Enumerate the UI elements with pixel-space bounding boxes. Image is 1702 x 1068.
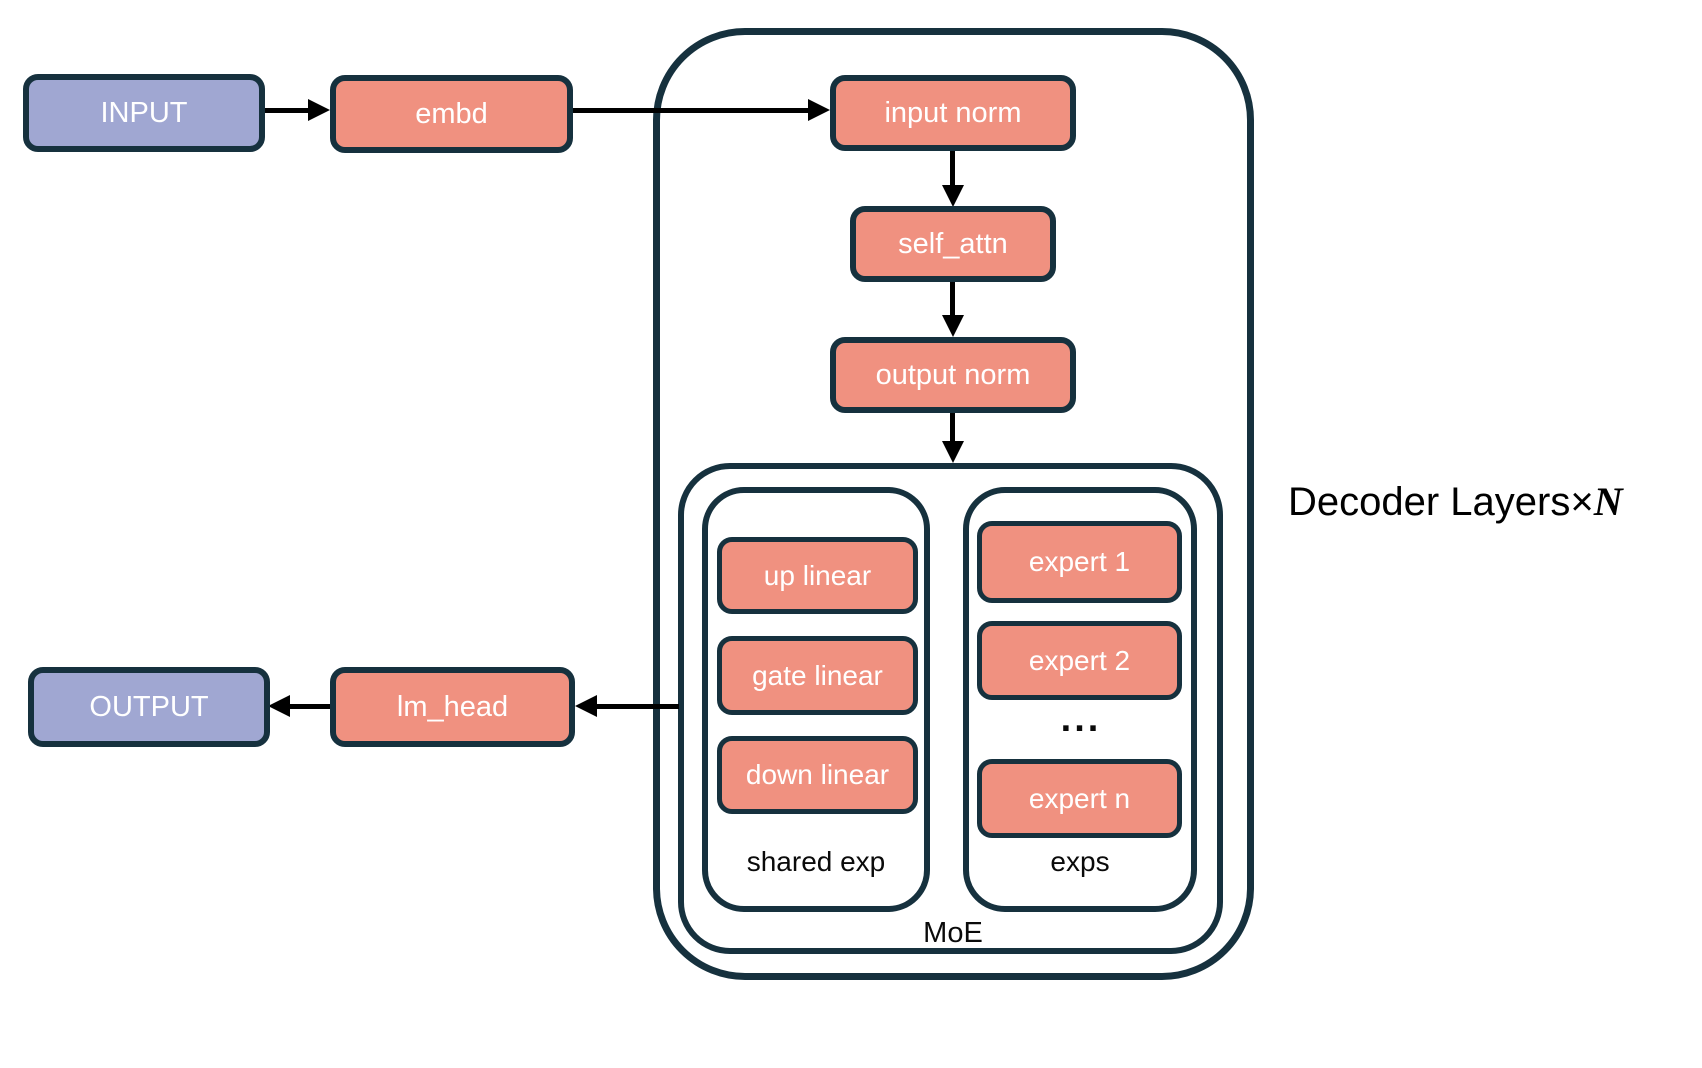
arrowhead-left-icon	[575, 695, 597, 717]
gate-linear-node: gate linear	[717, 636, 918, 715]
arrowhead-left-icon	[268, 695, 290, 717]
input-norm-node: input norm	[830, 75, 1076, 151]
arrow-input-norm-to-self-attn	[950, 151, 955, 187]
arrow-moe-to-lm-head	[597, 704, 679, 709]
arrowhead-right-icon	[308, 99, 330, 121]
arrow-lm-head-to-output	[290, 704, 332, 709]
expert-2-node: expert 2	[977, 621, 1182, 700]
embd-node: embd	[330, 75, 573, 153]
down-linear-node: down linear	[717, 736, 918, 814]
arrow-embd-to-input-norm	[573, 108, 810, 113]
decoder-layers-n-variable: N	[1593, 479, 1623, 524]
arrowhead-down-icon	[942, 441, 964, 463]
arrowhead-down-icon	[942, 185, 964, 207]
shared-exp-label: shared exp	[746, 846, 886, 877]
arrow-input-to-embd	[265, 108, 310, 113]
lm-head-node: lm_head	[330, 667, 575, 747]
decoder-layers-text: Decoder Layers×	[1288, 480, 1594, 524]
output-node: OUTPUT	[28, 667, 270, 747]
experts-ellipsis: ...	[1060, 698, 1102, 740]
up-linear-node: up linear	[717, 537, 918, 614]
expert-1-node: expert 1	[977, 521, 1182, 603]
arrow-self-attn-to-output-norm	[950, 282, 955, 317]
self-attn-node: self_attn	[850, 206, 1056, 282]
expert-n-node: expert n	[977, 759, 1182, 838]
arrowhead-right-icon	[808, 99, 830, 121]
arrow-output-norm-to-moe	[950, 413, 955, 443]
experts-container	[963, 487, 1197, 912]
decoder-layers-label: Decoder Layers×N	[1288, 479, 1623, 524]
decoder-layers-container	[653, 28, 1254, 980]
arrowhead-down-icon	[942, 315, 964, 337]
moe-label: MoE	[923, 917, 983, 949]
shared-expert-container	[702, 487, 930, 912]
output-norm-node: output norm	[830, 337, 1076, 413]
exps-label: exps	[1050, 846, 1110, 877]
input-node: INPUT	[23, 74, 265, 152]
moe-container	[678, 463, 1223, 954]
